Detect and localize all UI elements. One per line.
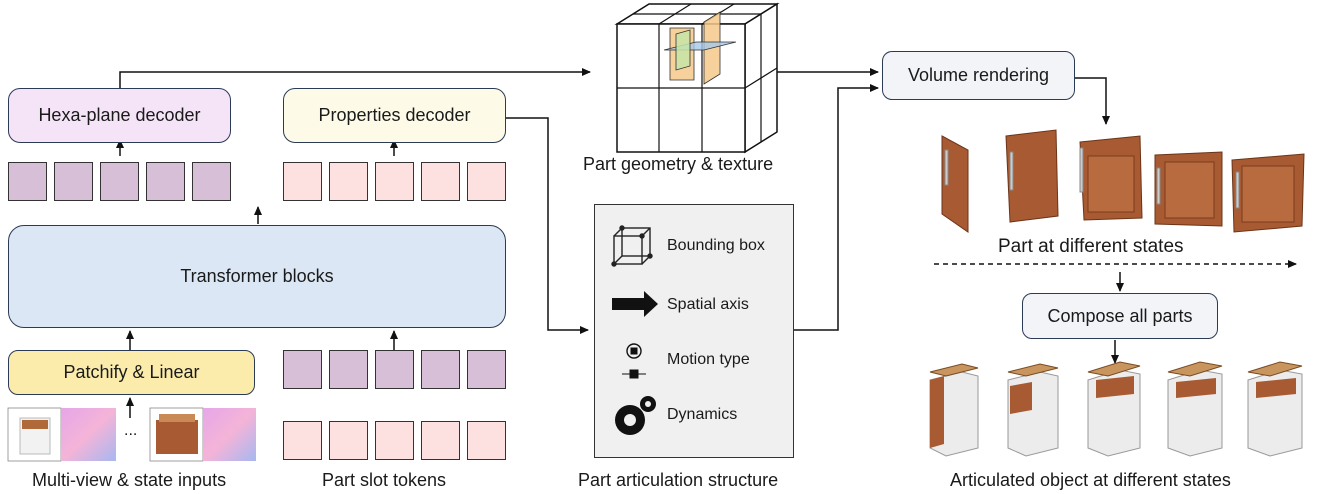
- properties-decoder: Properties decoder: [283, 88, 506, 143]
- part-geometry-caption: Part geometry & texture: [583, 154, 774, 174]
- articulated-object-caption: Articulated object at different states: [950, 470, 1231, 490]
- hexa-token: [8, 162, 47, 201]
- structure-to-volume-arrow: [794, 84, 879, 331]
- compose-all-parts: Compose all parts: [1022, 293, 1218, 339]
- hexa-plane-decoder: Hexa-plane decoder: [8, 88, 231, 143]
- structure-item-dynamics: Dynamics: [667, 406, 738, 423]
- slot-token: [467, 421, 506, 460]
- compose-all-parts-label: Compose all parts: [1047, 305, 1193, 326]
- structure-item-spatial-axis: Spatial axis: [667, 296, 749, 313]
- property-token: [329, 162, 368, 201]
- slot-token: [375, 350, 414, 389]
- slot-token: [421, 421, 460, 460]
- slot-token: [421, 350, 460, 389]
- volume-rendering-label: Volume rendering: [907, 65, 1050, 85]
- structure-item-motion-type: Motion type: [667, 351, 750, 368]
- property-token: [421, 162, 460, 201]
- transformer-blocks-label: Transformer blocks: [180, 266, 334, 286]
- hexa-plane-decoder-label: Hexa-plane decoder: [38, 105, 201, 125]
- property-token: [467, 162, 506, 201]
- volume-rendering: Volume rendering: [882, 51, 1075, 100]
- articulation-structure-caption: Part articulation structure: [578, 470, 779, 490]
- transformer-blocks: Transformer blocks: [8, 225, 506, 328]
- slot-token: [467, 350, 506, 389]
- hexa-to-geometry-arrow: [119, 68, 591, 88]
- hexa-token: [100, 162, 139, 201]
- slot-token: [283, 350, 322, 389]
- part-slot-tokens-caption: Part slot tokens: [322, 470, 447, 490]
- volume-to-parts-arrow: [1075, 77, 1110, 125]
- hexa-token: [54, 162, 93, 201]
- properties-decoder-label: Properties decoder: [318, 105, 471, 125]
- properties-to-structure-arrow: [506, 117, 589, 334]
- hexa-token: [146, 162, 185, 201]
- property-token: [375, 162, 414, 201]
- multiview-inputs-caption: Multi-view & state inputs: [32, 470, 227, 490]
- part-states-caption: Part at different states: [998, 236, 1184, 257]
- slot-token: [329, 421, 368, 460]
- slot-token: [329, 350, 368, 389]
- property-token: [283, 162, 322, 201]
- structure-item-bounding-box: Bounding box: [667, 237, 765, 254]
- slot-token: [375, 421, 414, 460]
- hexa-token: [192, 162, 231, 201]
- inputs-ellipsis: ...: [124, 422, 138, 439]
- patchify-linear: Patchify & Linear: [8, 350, 255, 395]
- slot-token: [283, 421, 322, 460]
- patchify-linear-label: Patchify & Linear: [63, 362, 200, 382]
